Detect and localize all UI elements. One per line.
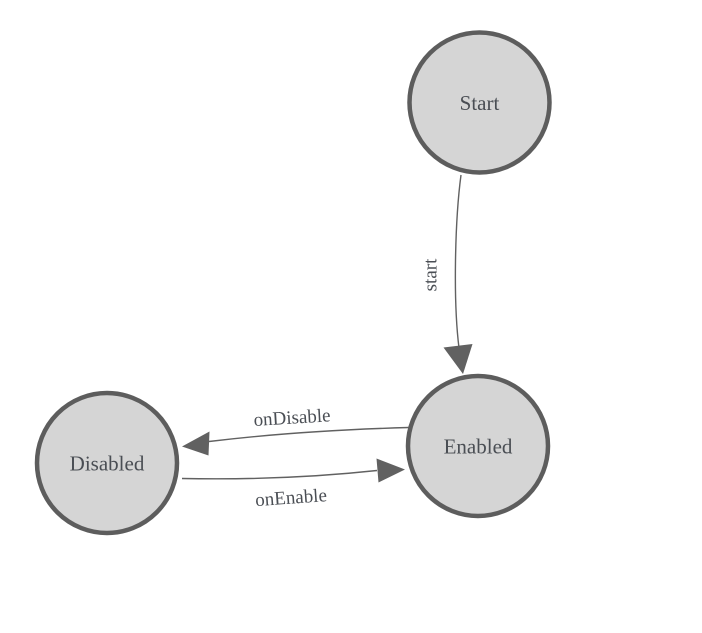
transition-path-ondisable[interactable] xyxy=(208,426,410,443)
transition-path-start[interactable] xyxy=(454,174,462,349)
transition-path-onenable[interactable] xyxy=(181,469,378,480)
transition-disabled-to-enabled[interactable]: onEnable xyxy=(181,458,405,512)
arrowhead-icon xyxy=(443,344,473,374)
state-label-disabled: Disabled xyxy=(70,451,145,475)
transition-label-start: start xyxy=(421,258,442,291)
state-label-enabled: Enabled xyxy=(444,434,513,458)
transition-label-onenable: onEnable xyxy=(255,485,328,511)
transition-start-to-enabled[interactable]: start xyxy=(421,174,473,374)
state-node-disabled[interactable]: Disabled xyxy=(34,390,180,536)
arrowhead-icon xyxy=(376,458,405,483)
transition-label-ondisable: onDisable xyxy=(253,405,331,431)
state-node-start[interactable]: Start xyxy=(407,30,552,175)
transition-enabled-to-disabled[interactable]: onDisable xyxy=(182,405,410,456)
state-circle-start[interactable] xyxy=(407,30,552,175)
state-circle-disabled[interactable] xyxy=(34,390,180,536)
arrowhead-icon xyxy=(182,431,210,456)
state-circle-enabled[interactable] xyxy=(405,373,551,519)
state-node-enabled[interactable]: Enabled xyxy=(405,373,551,519)
state-label-start: Start xyxy=(460,91,500,115)
